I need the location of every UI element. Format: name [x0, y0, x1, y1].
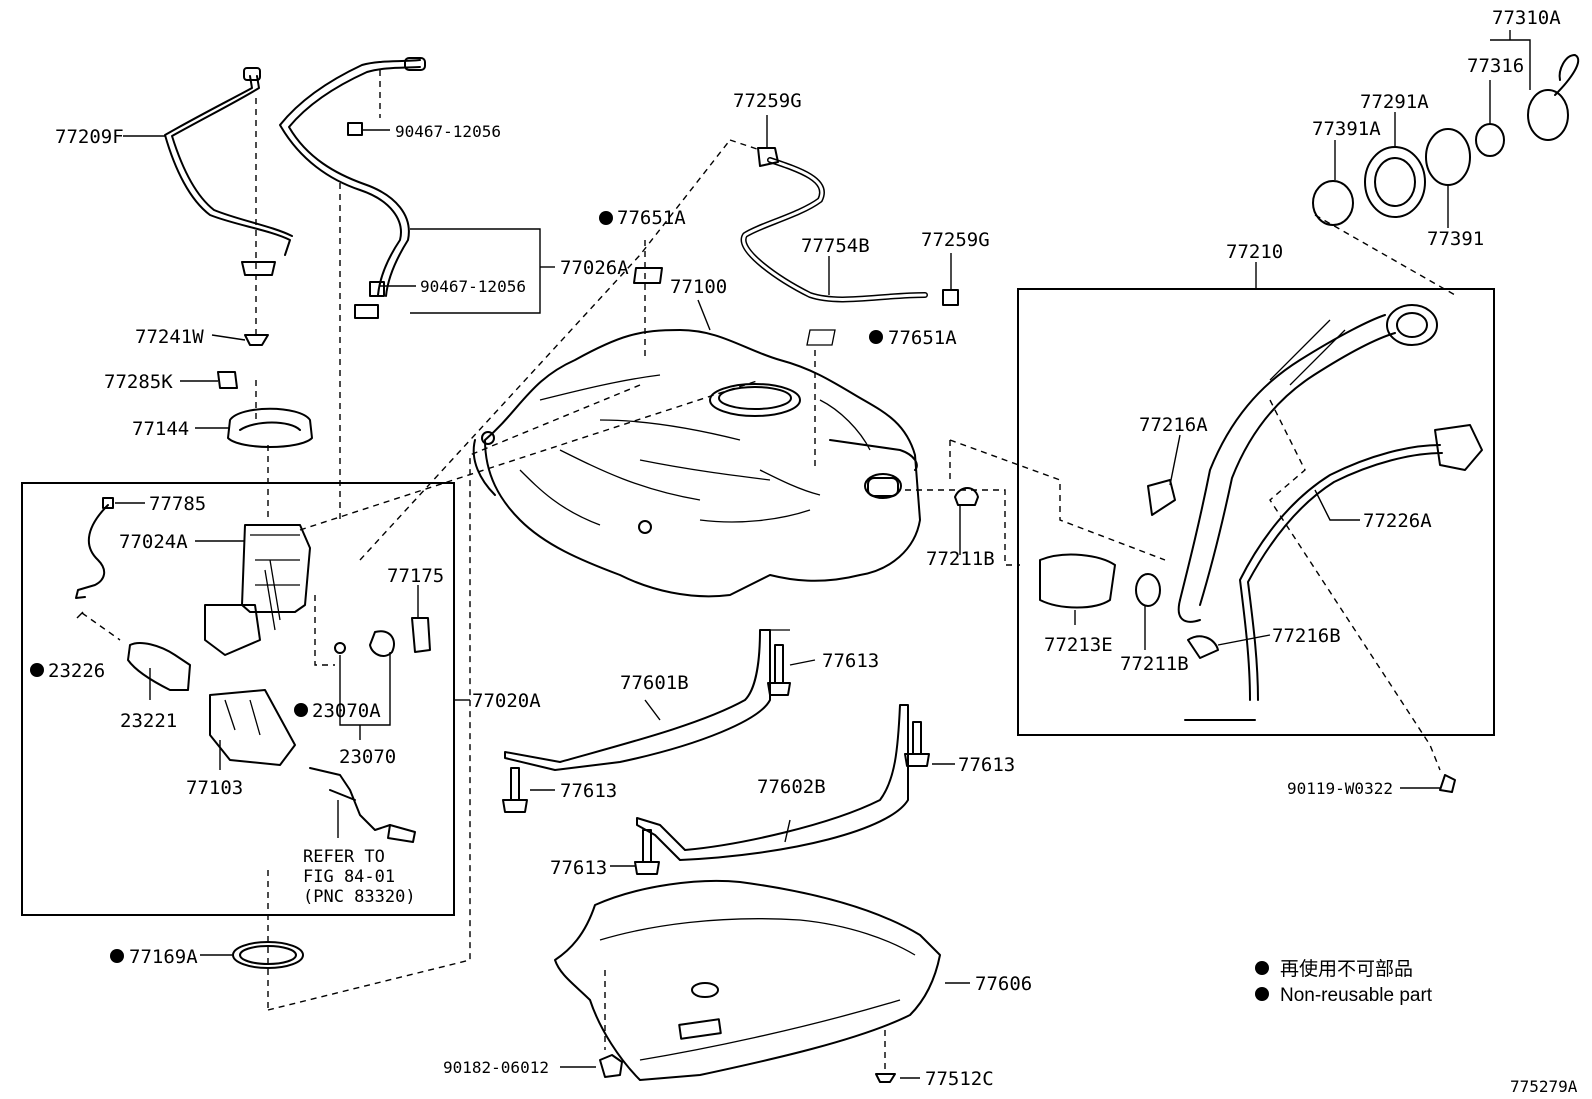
label-77391: 77391	[1427, 228, 1484, 250]
reference-note-line2: FIG 84-01	[303, 867, 395, 887]
label-77241w: 77241W	[135, 326, 204, 348]
label-77226a: 77226A	[1363, 510, 1432, 532]
label-23226: 23226	[48, 660, 105, 682]
label-23070a: 23070A	[312, 700, 381, 722]
clip-77241w	[244, 334, 269, 346]
clip-77512c	[875, 1073, 896, 1083]
label-77512c: 77512C	[925, 1068, 994, 1090]
fuel-tube-77209f-drawing	[164, 67, 293, 276]
label-77210: 77210	[1226, 241, 1283, 263]
reference-note: REFER TO FIG 84-01 (PNC 83320)	[303, 847, 416, 907]
clamp-77211b-lower	[1135, 573, 1161, 607]
fuel-tube-77026a-drawing	[279, 57, 426, 319]
label-90182-06012: 90182-06012	[443, 1058, 549, 1077]
label-77020a: 77020A	[472, 690, 541, 712]
label-77169a: 77169A	[129, 946, 198, 968]
label-77785: 77785	[149, 493, 206, 515]
label-77606: 77606	[975, 973, 1032, 995]
gasket-77169a-inner	[239, 945, 297, 965]
label-77216b: 77216B	[1272, 625, 1341, 647]
legend-english: Non-reusable part	[1280, 985, 1433, 1006]
label-23070: 23070	[339, 746, 396, 768]
label-77613-b: 77613	[560, 780, 617, 802]
label-77024a: 77024A	[119, 531, 188, 553]
fuel-pump-assembly-drawing	[75, 497, 431, 843]
bolt-90119-w0322	[1439, 774, 1456, 793]
legend-japanese: 再使用不可部品	[1280, 958, 1413, 980]
tank-protector-77606	[554, 879, 941, 1081]
label-77651a-right: 77651A	[888, 327, 957, 349]
label-77613-c: 77613	[958, 754, 1015, 776]
filler-pipe-77210-drawing	[1177, 304, 1438, 623]
bolt-77613-a	[767, 644, 791, 696]
label-77026a: 77026A	[560, 257, 629, 279]
label-77310a: 77310A	[1492, 7, 1561, 29]
label-77213e: 77213E	[1044, 634, 1113, 656]
label-77613-a: 77613	[822, 650, 879, 672]
gasket-77391	[1425, 128, 1471, 186]
tank-band-77602b	[636, 704, 909, 861]
bolt-77613-b	[502, 767, 528, 813]
reference-note-line3: (PNC 83320)	[303, 887, 416, 907]
retainer-ring-77144	[227, 407, 313, 448]
hose-77213e	[1039, 553, 1116, 609]
assembly-dash-lines	[81, 70, 1456, 1070]
bolt-77613-c	[904, 721, 930, 767]
fuel-pump-assembly-box	[21, 482, 455, 916]
gasket-77391a	[1312, 180, 1354, 226]
label-77754b: 77754B	[801, 235, 870, 257]
fuel-cap-77310a	[1527, 54, 1580, 141]
reference-note-line1: REFER TO	[303, 847, 385, 867]
breather-tube-77226a-drawing	[1184, 424, 1483, 721]
label-77259g-top: 77259G	[733, 90, 802, 112]
label-77211b-bottom: 77211B	[1120, 653, 1189, 675]
label-77209f: 77209F	[55, 126, 124, 148]
clip-77285k	[217, 371, 238, 389]
label-77316: 77316	[1467, 55, 1524, 77]
clip-90182-06012	[599, 1054, 623, 1078]
cap-seat-77291a	[1364, 146, 1426, 218]
label-77391a: 77391A	[1312, 118, 1381, 140]
legend: 再使用不可部品 Non-reusable part	[1280, 958, 1433, 1006]
figure-number: 775279A	[1510, 1077, 1578, 1096]
fuel-tank-drawing	[472, 329, 921, 598]
label-90467-12056-top: 90467-12056	[395, 122, 501, 141]
clamp-77216b	[1187, 635, 1219, 659]
gasket-77169a	[232, 941, 304, 969]
label-90119-w0322: 90119-W0322	[1287, 779, 1393, 798]
clamp-77216a	[1147, 479, 1176, 516]
label-77602b: 77602B	[757, 776, 826, 798]
label-77651a-left: 77651A	[617, 207, 686, 229]
label-90467-12056-bottom: 90467-12056	[420, 277, 526, 296]
leader-lines	[76, 30, 1531, 1079]
label-77285k: 77285K	[104, 371, 173, 393]
label-77144: 77144	[132, 418, 189, 440]
tank-band-77601b	[504, 629, 790, 771]
label-77601b: 77601B	[620, 672, 689, 694]
non-reusable-markers	[30, 211, 1269, 1001]
label-77259g-right: 77259G	[921, 229, 990, 251]
label-77175: 77175	[387, 565, 444, 587]
bolt-77613-d	[634, 829, 660, 875]
label-23221: 23221	[120, 710, 177, 732]
evap-hose-drawing	[740, 147, 959, 306]
ring-77316	[1475, 123, 1505, 157]
label-77613-d: 77613	[550, 857, 607, 879]
part-labels: 77310A 77316 77291A 77391A 77391 77259G …	[48, 7, 1561, 1090]
clamp-77211b-upper	[954, 487, 979, 506]
label-77103: 77103	[186, 777, 243, 799]
label-77216a: 77216A	[1139, 414, 1208, 436]
tank-pad-left	[633, 267, 663, 284]
label-77100: 77100	[670, 276, 727, 298]
label-77291a: 77291A	[1360, 91, 1429, 113]
label-77211b-top: 77211B	[926, 548, 995, 570]
